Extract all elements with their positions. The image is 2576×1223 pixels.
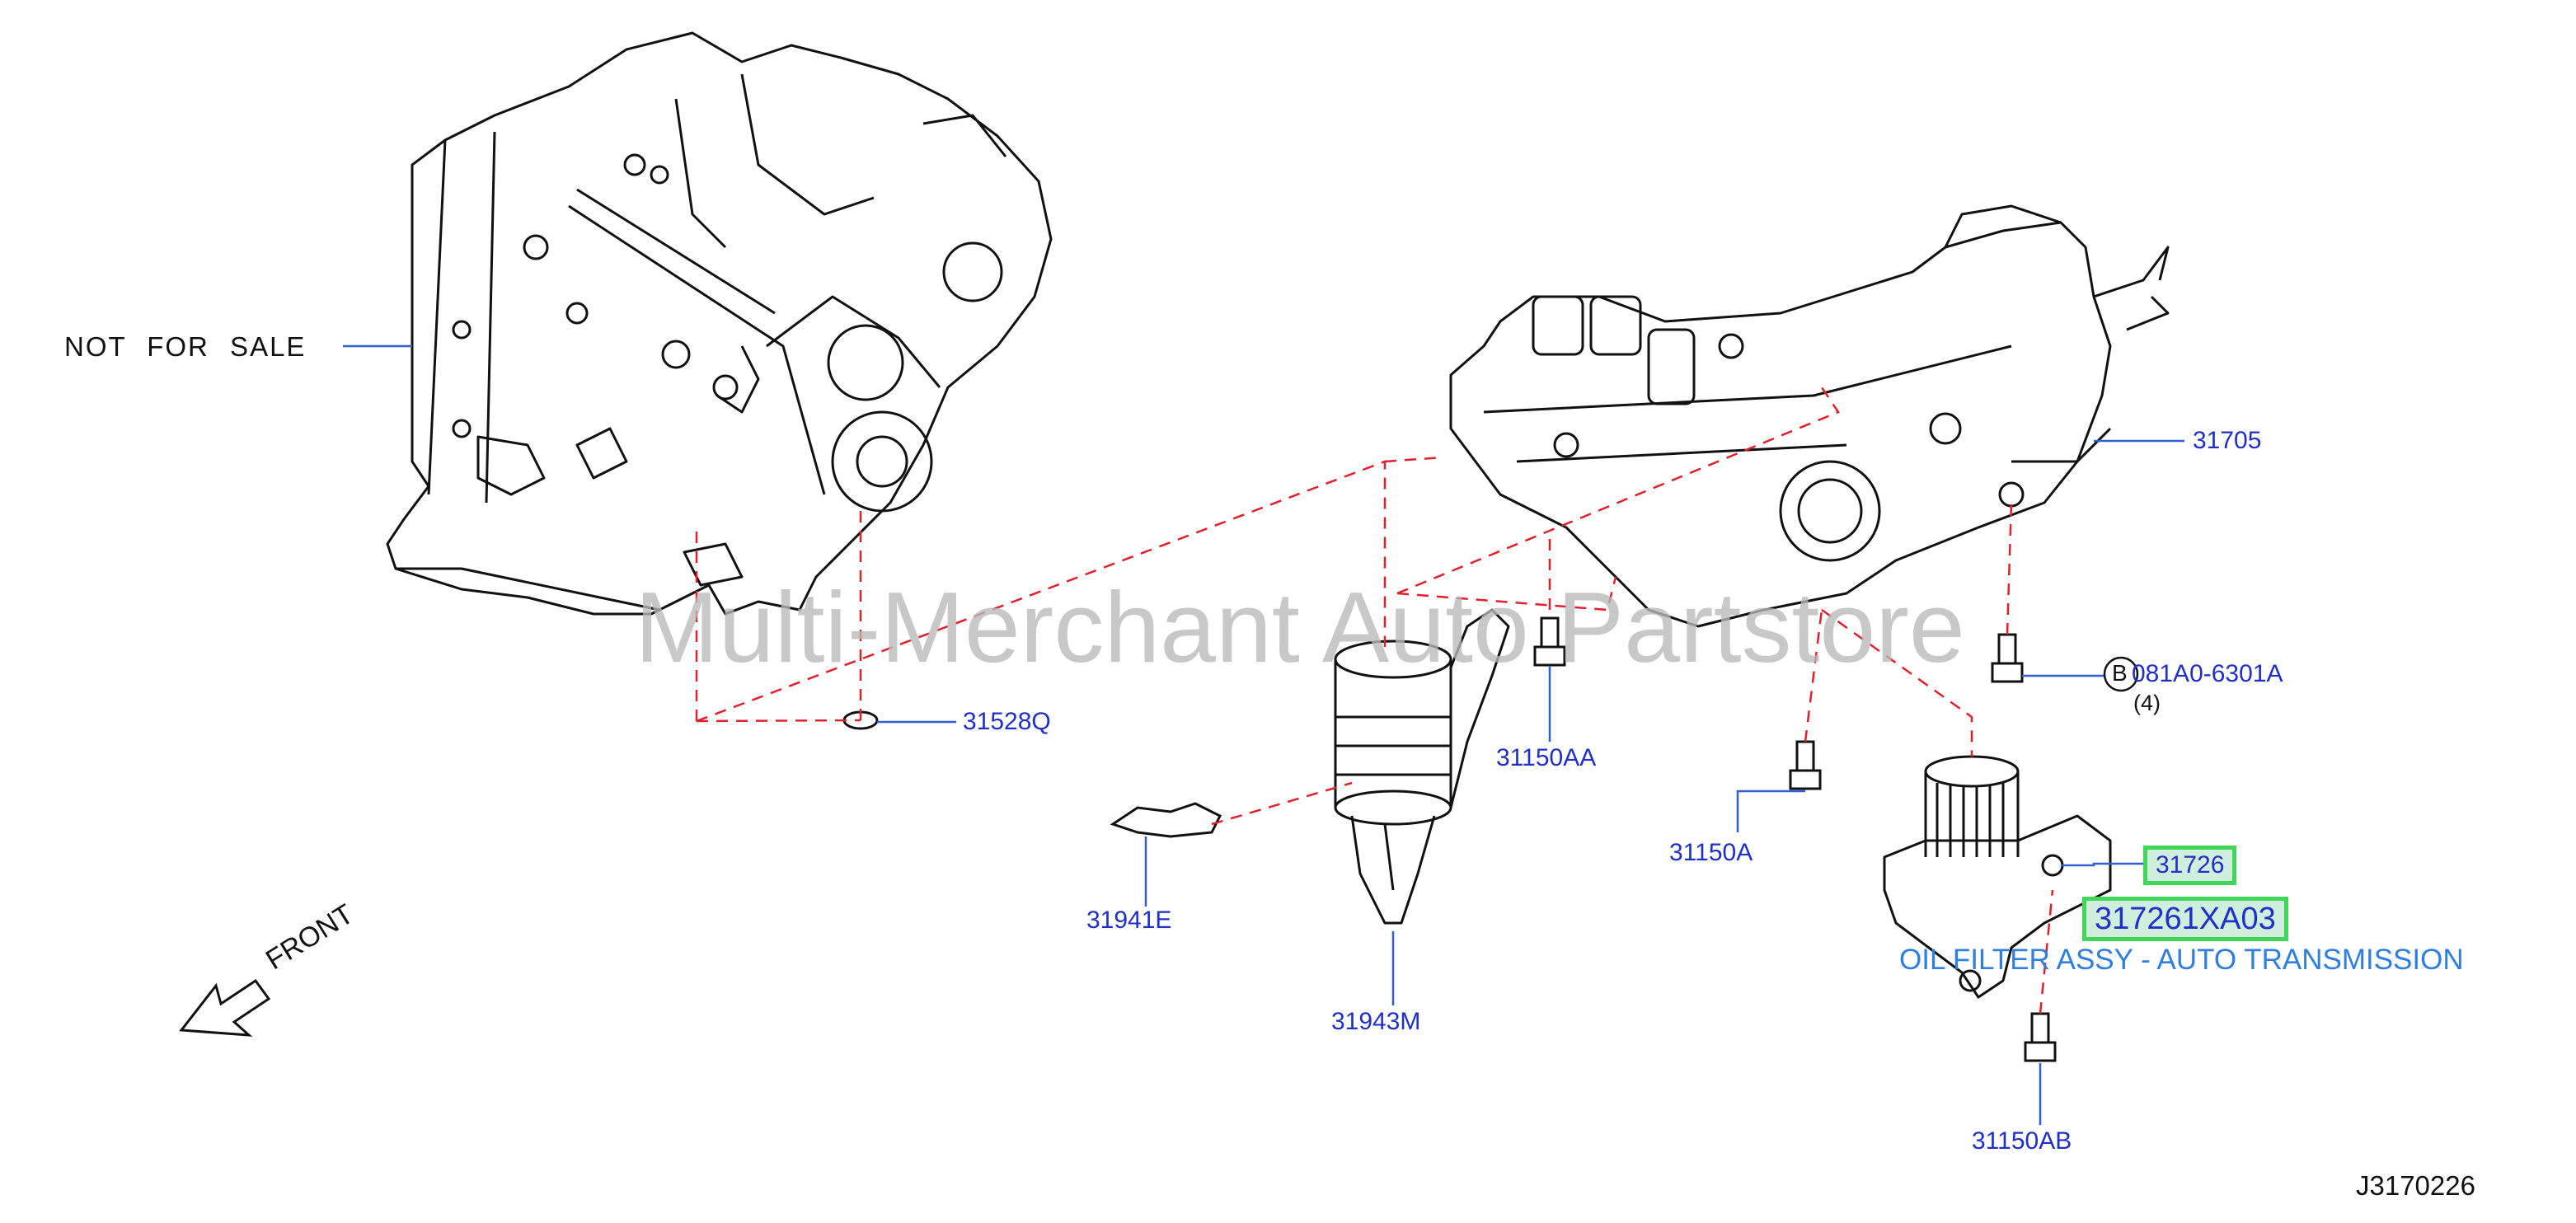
watermark: Multi-Merchant Auto Partstore <box>635 571 1965 683</box>
leader-lines <box>343 344 2184 1125</box>
bolt-marker-letter: B <box>2112 660 2128 686</box>
part-number-31528Q[interactable]: 31528Q <box>963 708 1051 735</box>
bolt-quantity: (4) <box>2133 691 2161 715</box>
part-number-31150AB[interactable]: 31150AB <box>1972 1127 2072 1155</box>
gasket <box>1110 802 1222 838</box>
part-number-317261XA03[interactable]: 317261XA03 <box>2082 897 2288 941</box>
harness-connector <box>1334 608 1510 925</box>
oil-filter <box>1883 755 2112 999</box>
bolt-31150A <box>1789 740 1822 790</box>
dashed-alignment-lines <box>695 387 2054 1014</box>
bolt-31150AA <box>1533 616 1566 667</box>
part-number-31150A[interactable]: 31150A <box>1669 839 1753 866</box>
part-description: OIL FILTER ASSY - AUTO TRANSMISSION <box>1899 944 2464 976</box>
bolt-31150AB <box>2024 1012 2057 1062</box>
bolt-marker-circle <box>2103 656 2139 692</box>
transmission-case <box>386 31 1053 616</box>
part-number-31705[interactable]: 31705 <box>2193 427 2262 454</box>
part-number-081A0-6301A[interactable]: 081A0-6301A <box>2132 660 2283 687</box>
part-number-31941E[interactable]: 31941E <box>1086 907 1172 934</box>
part-number-31943M[interactable]: 31943M <box>1331 1008 1421 1035</box>
valve-body <box>1449 204 2170 628</box>
diagram-code: J3170226 <box>2356 1170 2475 1201</box>
part-number-31726[interactable]: 31726 <box>2143 846 2237 885</box>
not-for-sale-label: NOT FOR SALE <box>64 331 307 362</box>
part-number-31150AA[interactable]: 31150AA <box>1496 744 1597 771</box>
bolts <box>1533 616 2057 1062</box>
front-arrow-icon <box>179 978 271 1037</box>
bolt-081A0 <box>1991 633 2024 683</box>
